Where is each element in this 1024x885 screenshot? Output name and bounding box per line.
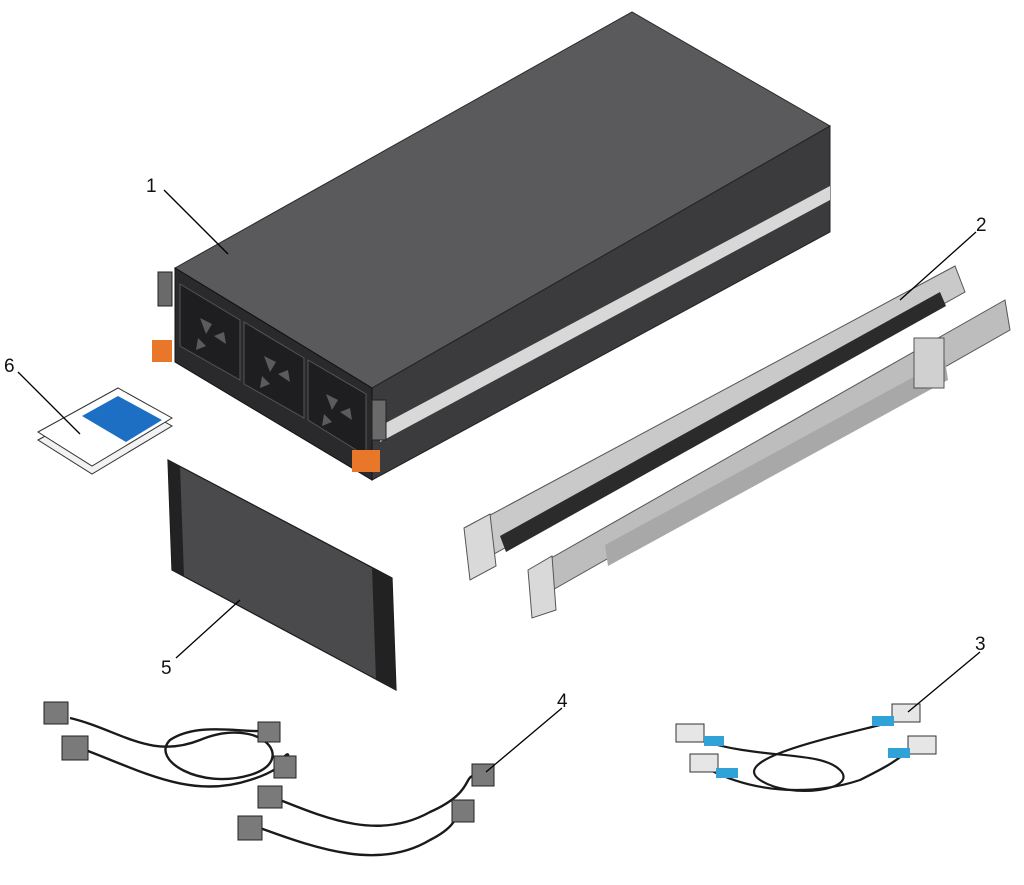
enclosure-side-rail-stripe <box>380 186 830 442</box>
fan-blade-icon <box>322 394 352 426</box>
rail-lower-bracket <box>527 555 557 619</box>
callout-documentation: 6 <box>4 356 15 377</box>
connector-body <box>907 735 937 755</box>
plug-icon <box>273 755 297 779</box>
fan-module-2 <box>243 321 305 419</box>
rail-lower-inner <box>605 360 948 566</box>
callout-enclosure: 1 <box>146 176 157 197</box>
power-cable-cord <box>69 716 274 781</box>
power-cable-set-1 <box>43 701 297 788</box>
bezel-end-right <box>372 568 396 690</box>
power-cable-cord <box>259 807 463 857</box>
release-handle-right <box>352 450 380 472</box>
booklet-cover-graphic <box>82 396 162 442</box>
bezel-face <box>167 458 397 692</box>
rail-kit <box>463 265 1011 619</box>
leader-line-6 <box>17 371 81 435</box>
fan-blade-icon <box>196 318 226 350</box>
release-handle-left <box>152 340 172 362</box>
connector-body <box>891 703 921 723</box>
sas-connector <box>689 753 738 778</box>
connector-tab-blue <box>716 768 738 778</box>
rail-lower-clip <box>913 337 945 389</box>
plug-icon <box>61 735 89 761</box>
connector-tab-blue <box>704 736 724 746</box>
leader-line-3 <box>907 651 981 713</box>
callout-sas-cables: 3 <box>975 634 986 655</box>
sas-connector <box>888 735 937 758</box>
front-bezel <box>167 458 397 692</box>
callout-bezel: 5 <box>161 658 172 679</box>
connector-body <box>689 753 719 773</box>
power-cables <box>43 701 495 857</box>
rail-upper-bracket <box>463 513 497 581</box>
plug-icon <box>43 701 69 725</box>
power-cable-set-2 <box>237 763 495 857</box>
callout-rails: 2 <box>976 215 987 236</box>
fan-module-1 <box>179 283 241 381</box>
leader-line-1 <box>163 189 229 255</box>
latch-left-top <box>157 271 173 307</box>
plug-icon <box>257 785 283 809</box>
rail-upper-channel <box>500 292 946 552</box>
bezel-end-left <box>168 460 184 576</box>
leader-line-5 <box>175 599 241 659</box>
plug-icon <box>257 721 281 743</box>
power-cable-cord <box>279 775 481 827</box>
connector-tab-blue <box>888 748 910 758</box>
power-cable-cord <box>79 746 290 788</box>
sas-cable-cord <box>709 747 911 792</box>
connector-tab-blue <box>872 716 894 726</box>
sas-connector <box>675 723 724 746</box>
fan-blade-icon <box>260 356 290 388</box>
sas-cable-cord <box>699 723 881 792</box>
plug-icon <box>451 799 475 823</box>
leader-line-2 <box>899 231 977 301</box>
latch-right <box>371 399 387 441</box>
callout-power-cables: 4 <box>557 691 568 712</box>
connector-body <box>675 723 705 743</box>
sas-cables <box>675 703 937 792</box>
documentation-booklets <box>37 387 173 475</box>
leader-line-4 <box>485 707 563 773</box>
storage-enclosure <box>152 11 832 481</box>
plug-icon <box>237 815 263 841</box>
